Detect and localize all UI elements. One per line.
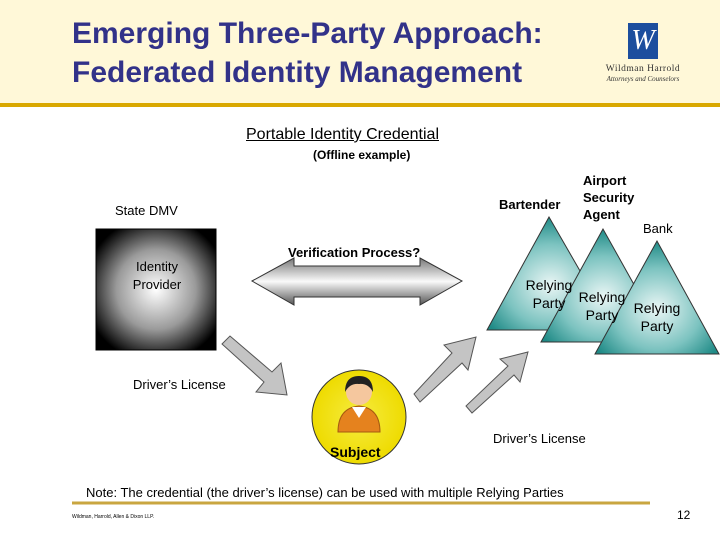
logo-subtitle: Attorneys and Counselors (606, 75, 680, 83)
footer-firm: Wildman, Harrold, Allen & Dixon LLP. (72, 514, 155, 520)
triangle-bank (594, 239, 720, 355)
relying-party-label-2: Relying Party (578, 289, 626, 323)
bank-label: Bank (643, 221, 673, 236)
drivers-license-right: Driver’s License (493, 431, 586, 446)
diagram-heading: Portable Identity Credential (246, 126, 439, 143)
verification-label: Verification Process? (288, 245, 421, 260)
person-icon (337, 376, 381, 433)
state-dmv-label: State DMV (115, 203, 178, 218)
verification-double-arrow (250, 257, 464, 306)
drivers-license-left: Driver’s License (133, 377, 226, 392)
footer-note: Note: The credential (the driver’s licen… (86, 485, 564, 500)
identity-provider-label: Identity Provider (132, 259, 182, 292)
relying-party-label-3: Relying Party (633, 300, 681, 334)
title-line-2: Federated Identity Management (72, 56, 523, 89)
diagram-subheading: (Offline example) (313, 148, 411, 162)
title-line-1: Emerging Three-Party Approach: (72, 17, 543, 50)
header: Emerging Three-Party Approach: Federated … (0, 0, 720, 107)
logo: W (628, 23, 658, 59)
airport-label: Airport Security Agent (583, 173, 635, 222)
arrow-relying-party-to-subject (465, 351, 529, 414)
page-number: 12 (677, 508, 691, 522)
slide-title: Emerging Three-Party Approach: Federated … (72, 14, 543, 92)
relying-party-label-1: Relying Party (525, 277, 573, 311)
arrow-idp-to-subject (221, 335, 288, 396)
subject-label: Subject (330, 444, 381, 460)
logo-name: Wildman Harrold (605, 64, 681, 74)
bartender-label: Bartender (499, 197, 561, 212)
arrow-subject-to-relying-party (413, 336, 477, 403)
identity-provider-box (95, 228, 217, 351)
